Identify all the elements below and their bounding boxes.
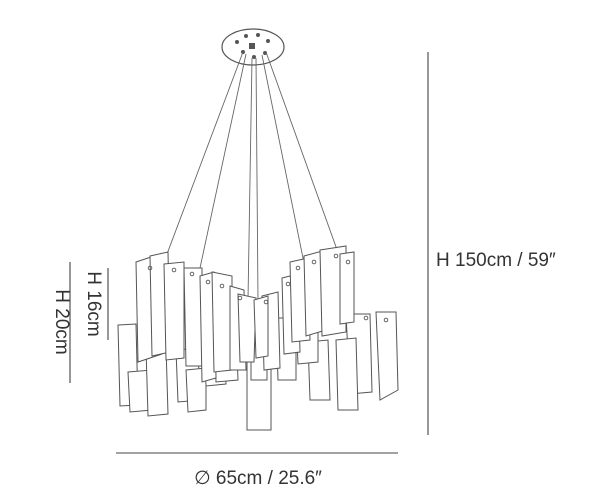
outer-body-height-label: H 20cm xyxy=(51,289,72,354)
left-panel-cluster xyxy=(117,251,257,417)
suspension-cables xyxy=(163,51,341,301)
dimension-lines xyxy=(69,52,429,454)
inner-body-height-label: H 16cm xyxy=(83,271,104,336)
ceiling-canopy xyxy=(221,28,285,66)
diameter-label: ∅ 65cm / 25.6″ xyxy=(194,468,322,489)
total-height-label: H 150cm / 59″ xyxy=(436,250,556,271)
right-panel-cluster xyxy=(253,245,399,411)
panel-holes xyxy=(147,253,389,323)
